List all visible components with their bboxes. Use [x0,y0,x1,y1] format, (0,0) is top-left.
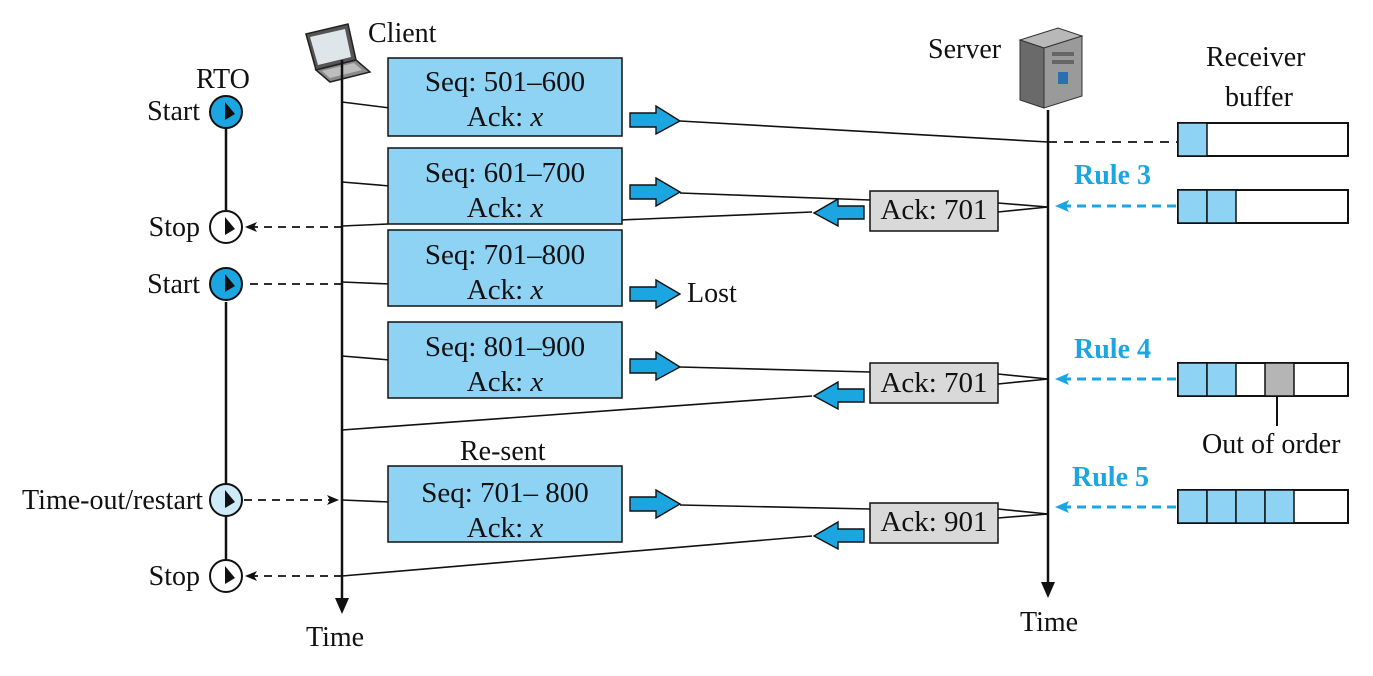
segment-5-resent: Seq: 701– 800 Ack: x [387,465,623,544]
resent-label: Re-sent [460,436,546,467]
segment-2-transit-b [997,202,1049,208]
timer-clock-icon-4 [209,483,243,517]
ack-1-return-a [619,211,813,221]
segment-1: Seq: 501–600 Ack: x [387,57,623,137]
backward-arrow-2 [812,380,865,411]
server-icon [1018,27,1084,109]
timer-clock-icon-1 [209,95,243,129]
client-time-arrowhead [335,598,349,614]
segment-4-transit-b [997,373,1049,380]
rule-4-label: Rule 4 [1074,334,1151,365]
forward-arrow-1 [629,104,682,136]
timer-clock-icon-3 [209,267,243,301]
rule-5-label: Rule 5 [1072,462,1149,493]
segment-3-seq: Seq: 701–800 [425,239,585,271]
segment-5-seq: Seq: 701– 800 [421,477,589,509]
buffer-2-cell-2 [1206,189,1237,224]
timer-event-1-label: Start [147,96,200,127]
buffer-3-cell-2 [1206,362,1237,397]
backward-arrow-1 [812,197,865,228]
timer-event-3-label: Start [147,269,200,300]
buffer-4-cell-3 [1235,489,1266,524]
segment-5-origin [341,499,391,503]
segment-5-ack: Ack: x [467,512,544,544]
segment-3-origin [341,281,391,285]
segment-4-seq: Seq: 801–900 [425,331,585,363]
forward-arrow-2 [629,176,682,208]
receiver-buffer-label-line1: Receiver [1206,42,1306,73]
ack-2-return [341,395,813,431]
server-time-label: Time [1020,607,1078,638]
segment-4-ack: Ack: x [467,366,544,398]
ack-box-2-label: Ack: 701 [880,367,987,399]
segment-5-transit-a [679,504,871,510]
out-of-order-label: Out of order [1202,429,1341,460]
segment-1-ack: Ack: x [467,101,544,133]
client-label: Client [368,18,437,49]
rto-timer-events [209,95,243,593]
ack-box-1-label: Ack: 701 [880,194,987,226]
buffer-3-cell-1 [1177,362,1208,397]
server-label: Server [928,34,1002,65]
backward-arrow-3 [812,520,865,551]
buffer-4-cell-1 [1177,489,1208,524]
server-time-arrowhead [1041,582,1055,598]
rule-3-label: Rule 3 [1074,160,1151,191]
buffer-1-cell-1 [1177,122,1208,157]
lost-label: Lost [687,278,737,309]
timer-event-4-label: Time-out/restart [22,485,203,516]
segment-4: Seq: 801–900 Ack: x [387,321,623,399]
ack-box-3-label: Ack: 901 [880,506,987,538]
ack-3-origin [997,513,1049,519]
segment-2-seq: Seq: 601–700 [425,157,585,189]
forward-arrow-3-lost [629,278,682,310]
segment-3: Seq: 701–800 Ack: x [387,229,623,307]
ack-3-return [341,535,813,577]
receiver-buffers [1177,122,1349,524]
buffer-3-cell-4 [1264,362,1295,397]
forward-arrow-5 [629,488,682,520]
segment-2: Seq: 601–700 Ack: x [387,147,623,225]
segment-4-origin [341,355,391,361]
client-time-label: Time [306,622,364,653]
timer-event-5-label: Stop [149,561,200,592]
segment-5-transit-b [997,508,1049,515]
segment-1-transit [679,120,1049,143]
segment-1-origin [341,101,391,109]
buffer-4-cell-4 [1264,489,1295,524]
ack-1-return-b [341,223,389,227]
ack-box-2: Ack: 701 [869,362,999,404]
buffer-2-cell-1 [1177,189,1208,224]
timer-event-2-label: Stop [149,212,200,243]
segment-1-seq: Seq: 501–600 [425,66,585,98]
segment-2-origin [341,181,391,187]
segment-3-ack: Ack: x [467,274,544,306]
ack-box-3: Ack: 901 [869,502,999,544]
rto-label: RTO [196,64,250,95]
buffer-4-cell-2 [1206,489,1237,524]
laptop-icon [305,23,372,83]
segment-2-transit-a [679,192,871,201]
timer-clock-icon-5 [209,559,243,593]
timer-clock-icon-2 [209,210,243,244]
ack-2-origin [997,378,1049,385]
ack-1-origin [997,206,1049,213]
segment-4-transit-a [679,366,871,373]
receiver-buffer-label-line2: buffer [1225,82,1294,113]
segment-2-ack: Ack: x [467,192,544,224]
forward-arrow-4 [629,350,682,382]
ack-box-1: Ack: 701 [869,190,999,232]
